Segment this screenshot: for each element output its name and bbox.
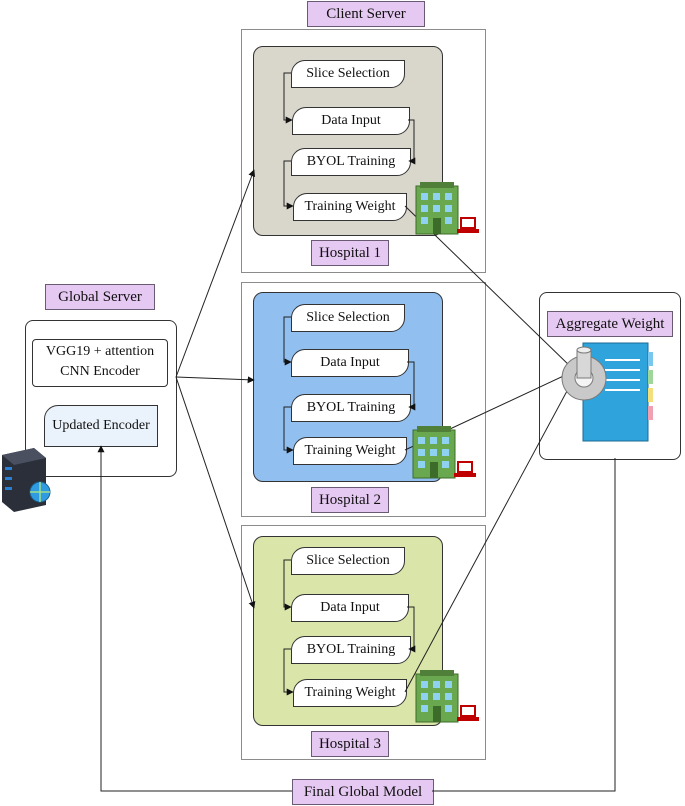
arrow-h3-to-aggregate xyxy=(404,377,575,693)
server-icon xyxy=(2,448,51,512)
step-training-weight: Training Weight xyxy=(293,679,407,707)
feedback-arrow xyxy=(97,445,292,792)
arrow-to-hospital-1 xyxy=(175,169,256,378)
hospital-building-icon xyxy=(412,426,456,479)
aggregate-weight-label: Aggregate Weight xyxy=(547,311,673,337)
step-byol-training: BYOL Training xyxy=(291,636,411,664)
hospital-building-icon xyxy=(415,670,459,723)
encoder-line-2: CNN Encoder xyxy=(60,364,140,379)
step-byol-training: BYOL Training xyxy=(291,394,411,422)
step-data-input: Data Input xyxy=(291,594,409,622)
hospital-1-label: Hospital 1 xyxy=(311,240,389,266)
step-data-input: Data Input xyxy=(292,107,410,135)
hospital-building-icon xyxy=(415,182,459,235)
arrow-to-hospital-2 xyxy=(175,376,255,384)
document-gear-icon xyxy=(561,342,653,442)
step-training-weight: Training Weight xyxy=(293,437,407,465)
step-training-weight: Training Weight xyxy=(293,193,407,221)
step-slice-selection: Slice Selection xyxy=(291,547,405,575)
client-server-label: Client Server xyxy=(307,1,425,27)
encoder-line-1: VGG19 + attention xyxy=(45,344,155,359)
step-slice-selection: Slice Selection xyxy=(291,60,405,88)
global-server-label: Global Server xyxy=(45,284,155,310)
laptop-icon xyxy=(457,217,479,233)
step-data-input: Data Input xyxy=(291,349,409,377)
final-global-model-label: Final Global Model xyxy=(292,779,434,805)
hospital-3-label: Hospital 3 xyxy=(311,731,389,757)
feedback-line xyxy=(432,458,616,792)
laptop-icon xyxy=(454,461,476,477)
hospital-2-label: Hospital 2 xyxy=(311,487,389,513)
arrow-to-hospital-3 xyxy=(175,376,256,609)
step-byol-training: BYOL Training xyxy=(291,148,411,176)
laptop-icon xyxy=(457,705,479,721)
encoder-box: VGG19 + attention CNN Encoder xyxy=(32,339,168,387)
step-slice-selection: Slice Selection xyxy=(291,304,405,332)
updated-encoder-box: Updated Encoder xyxy=(44,405,158,447)
